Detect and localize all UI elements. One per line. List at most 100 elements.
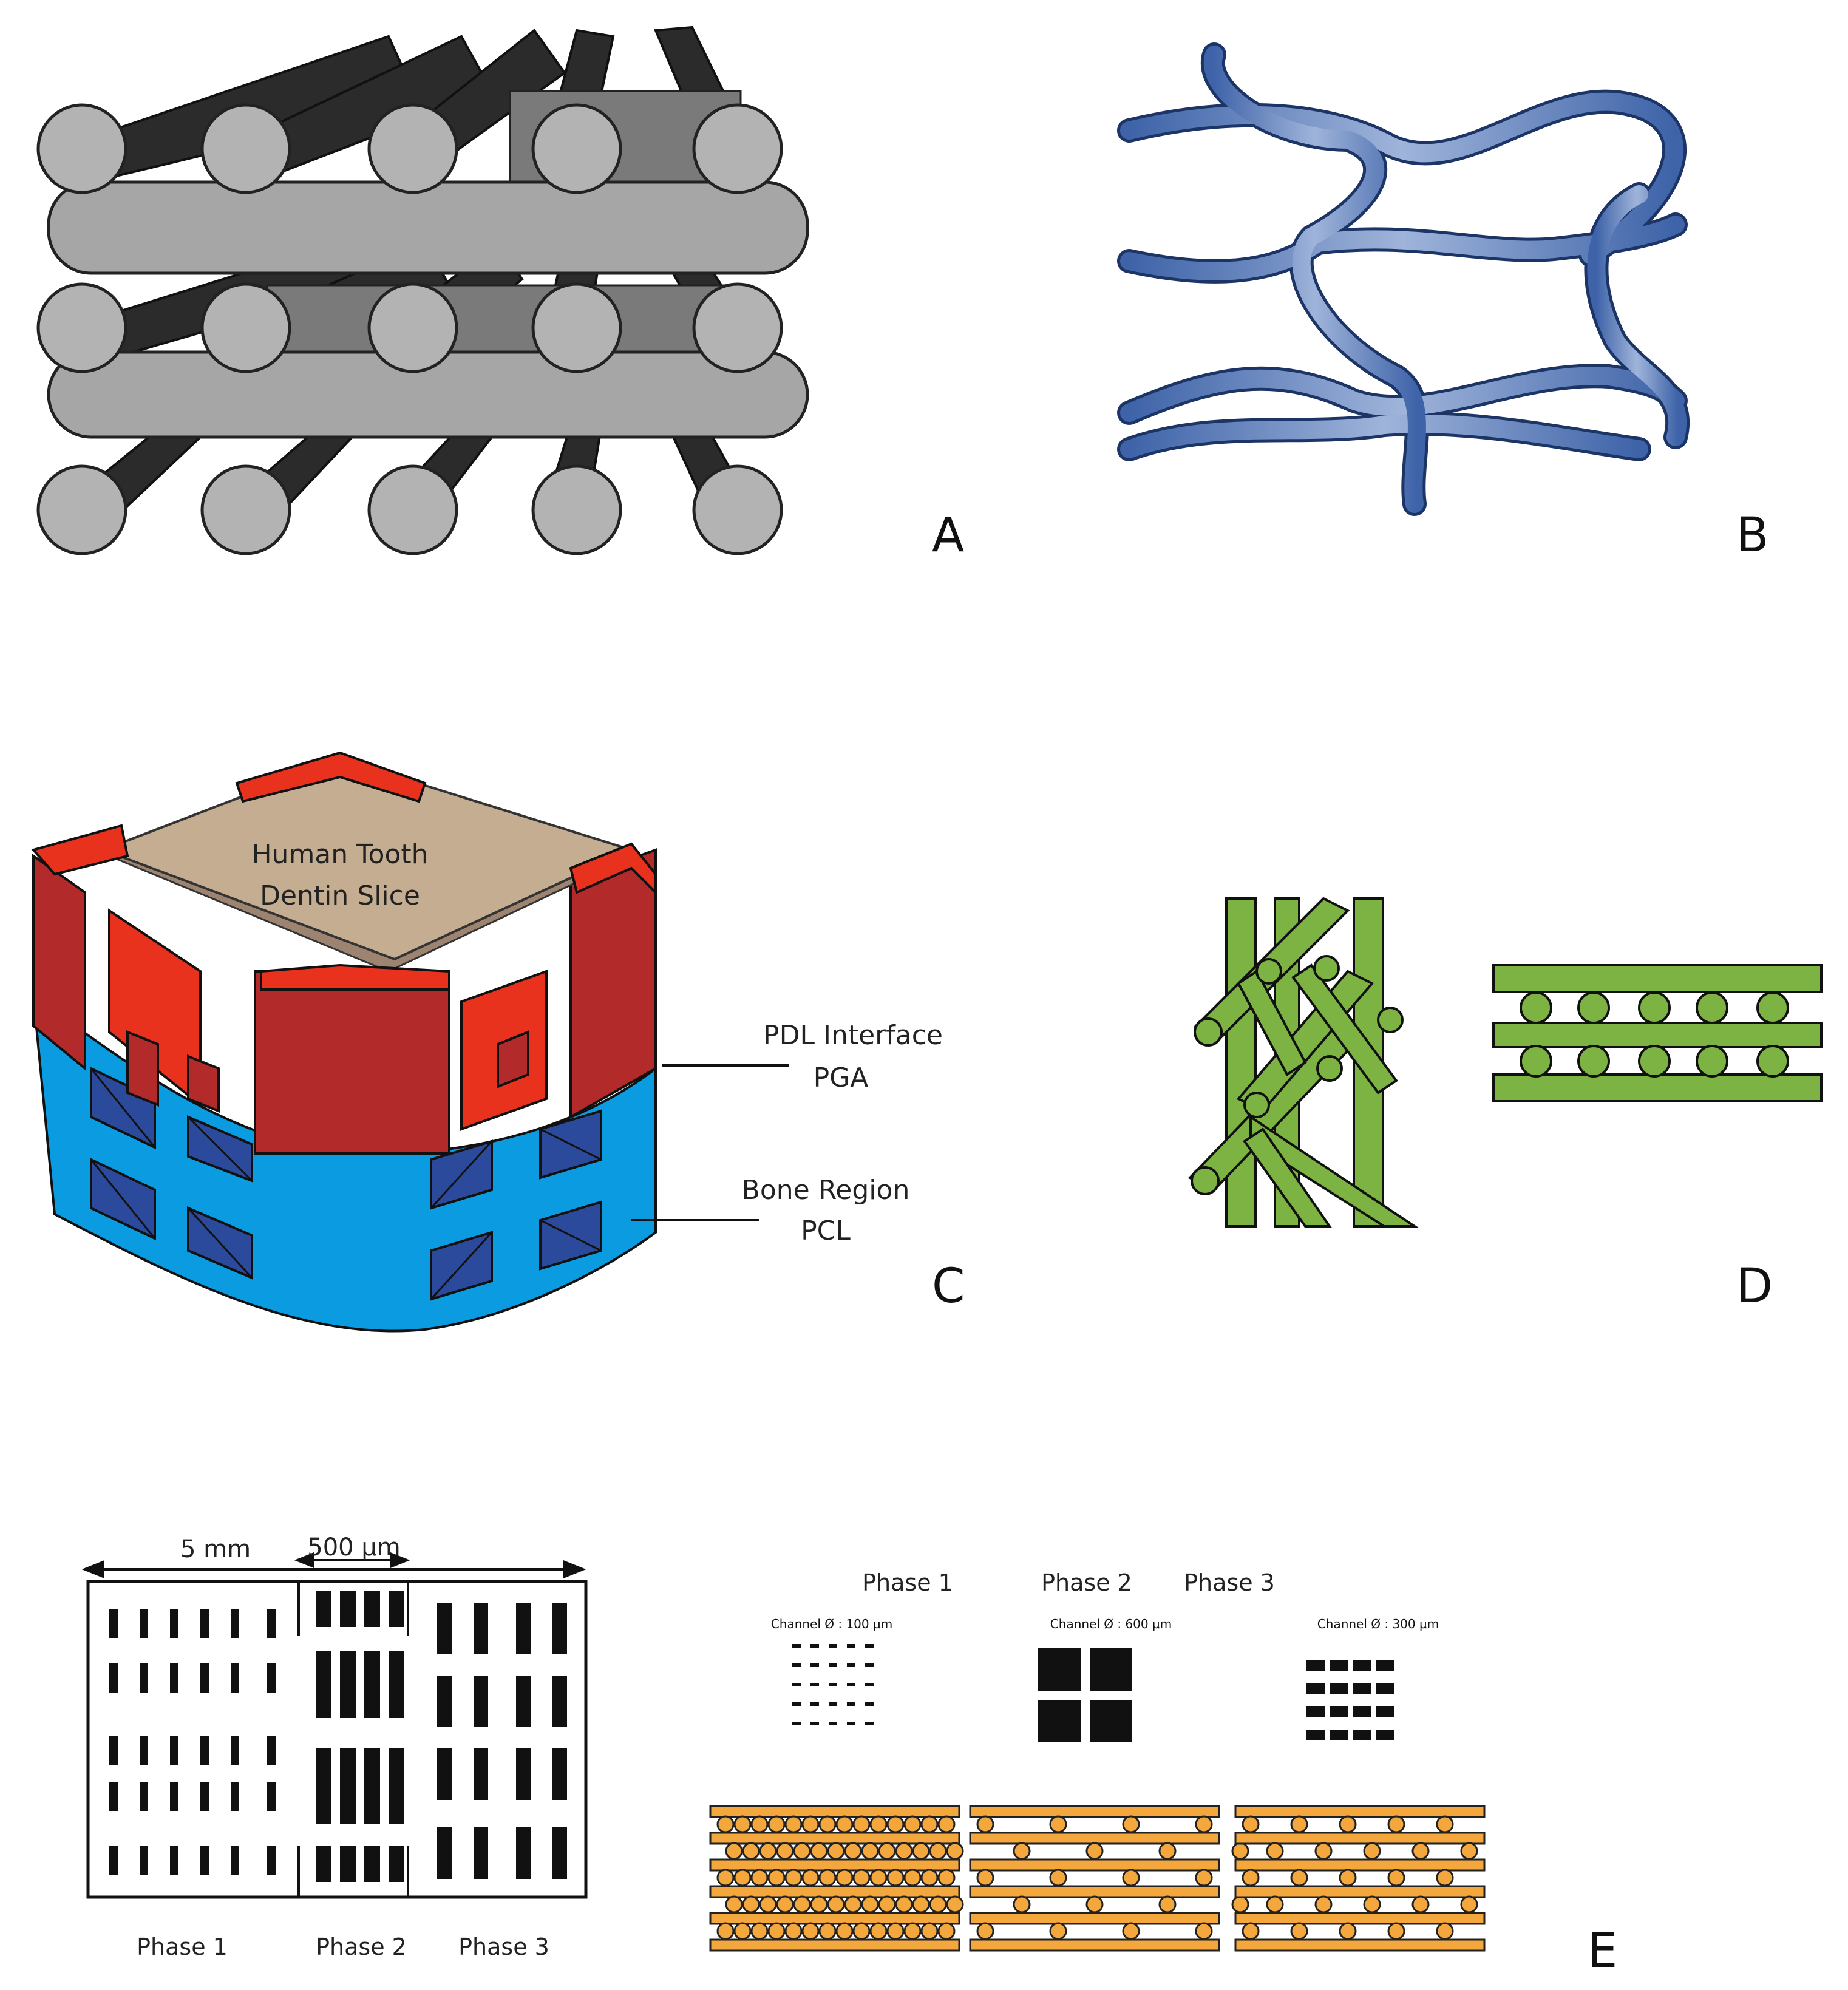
orange-layer (1234, 1912, 1486, 1925)
horizontal-rod (47, 180, 809, 275)
orange-strand (937, 1922, 956, 1940)
orange-strand (767, 1869, 786, 1887)
orange-strand (1242, 1922, 1260, 1940)
orange-layer (1234, 1858, 1486, 1872)
layer (1492, 1022, 1823, 1048)
pore-bar (474, 1748, 488, 1800)
orange-strand (801, 1815, 820, 1833)
fiber-end (1191, 1166, 1220, 1195)
pore-bar (200, 1846, 209, 1875)
orange-strand (818, 1869, 837, 1887)
orange-strand (810, 1895, 828, 1914)
panel-letter-a: A (932, 508, 964, 563)
strand (1638, 1045, 1671, 1078)
orange-layer (709, 1858, 960, 1872)
panel-letter-c: C (932, 1259, 965, 1314)
channel-block (1306, 1706, 1325, 1717)
fiber-end (1194, 1017, 1223, 1047)
orange-strand (1085, 1895, 1104, 1914)
orange-strand (1436, 1869, 1454, 1887)
orange-strand (1436, 1922, 1454, 1940)
strand (1696, 991, 1728, 1024)
panel-e: 5 mm 500 µm Phase 1 Phase 2 Phase 3 Phas… (81, 1533, 1617, 1978)
orange-strand (1085, 1842, 1104, 1860)
channel-block (1376, 1730, 1394, 1740)
channel-dot (865, 1702, 874, 1706)
pore-bar (200, 1609, 209, 1638)
pore-bar (516, 1676, 531, 1727)
pore-bar (364, 1591, 380, 1627)
fiber (1249, 1115, 1419, 1228)
pore-bar (267, 1609, 276, 1638)
phase-outline-box (86, 1580, 588, 1899)
channel-block (1306, 1683, 1325, 1694)
orange-strand (903, 1869, 922, 1887)
orange-strand (801, 1922, 820, 1940)
orange-strand (1314, 1895, 1333, 1914)
orange-strand (895, 1842, 913, 1860)
orange-strand (776, 1842, 794, 1860)
pore-bar (389, 1748, 404, 1824)
orange-strand (852, 1815, 871, 1833)
channel-dot (829, 1683, 837, 1686)
rod-end (200, 282, 291, 373)
channel-block (1353, 1730, 1371, 1740)
strand (1577, 991, 1610, 1024)
orange-strand (1339, 1922, 1357, 1940)
channel-dot (829, 1722, 837, 1725)
orange-strand (920, 1922, 939, 1940)
orange-strand (750, 1869, 769, 1887)
channel-block (1353, 1706, 1371, 1717)
pore-bar (140, 1846, 148, 1875)
pore-bar (109, 1663, 118, 1693)
orange-layer (1234, 1805, 1486, 1818)
orange-strand (929, 1842, 947, 1860)
orange-strand (1013, 1895, 1031, 1914)
top-phase-3-label: Phase 3 (1184, 1569, 1275, 1596)
orange-strand (1049, 1869, 1067, 1887)
channel-dot (792, 1702, 801, 1706)
panel-letter-b: B (1736, 508, 1769, 563)
channel-dot (865, 1644, 874, 1648)
layer (1492, 964, 1823, 993)
channel-dot (810, 1644, 819, 1648)
channel-block (1376, 1660, 1394, 1671)
pore-bar (109, 1736, 118, 1765)
orange-strand (784, 1815, 803, 1833)
bottom-phase-2-label: Phase 2 (316, 1934, 407, 1960)
pore-bar (200, 1736, 209, 1765)
panel-d-fibers: D (1187, 897, 1823, 1314)
orange-strand (1411, 1842, 1430, 1860)
orange-layer (969, 1858, 1220, 1872)
pore-bar (516, 1603, 531, 1654)
orange-strand (835, 1815, 854, 1833)
orange-layer (969, 1885, 1220, 1898)
orange-strand (1363, 1895, 1381, 1914)
orange-strand (1049, 1815, 1067, 1833)
channel-dot (847, 1722, 855, 1725)
orange-strand (937, 1815, 956, 1833)
channel-dot (810, 1663, 819, 1667)
channel-block (1330, 1730, 1348, 1740)
pore-bar (109, 1846, 118, 1875)
orange-strand (767, 1922, 786, 1940)
pore-bar (389, 1846, 404, 1882)
strand (1520, 1045, 1552, 1078)
orange-strand (716, 1922, 735, 1940)
orange-strand (750, 1922, 769, 1940)
clip (260, 963, 450, 991)
orange-layer-stacks (709, 1805, 1486, 1952)
orange-strand (878, 1842, 896, 1860)
channel-block (1376, 1706, 1394, 1717)
orange-layer (709, 1912, 960, 1925)
strand (1756, 991, 1789, 1024)
rod-end (200, 464, 291, 555)
orange-strand (1411, 1895, 1430, 1914)
pore-bar (474, 1603, 488, 1654)
rod-end (367, 464, 458, 555)
orange-strand (725, 1895, 743, 1914)
channel-label-2: Channel Ø : 600 µm (1050, 1617, 1172, 1631)
orange-strand (976, 1922, 994, 1940)
orange-strand (920, 1815, 939, 1833)
